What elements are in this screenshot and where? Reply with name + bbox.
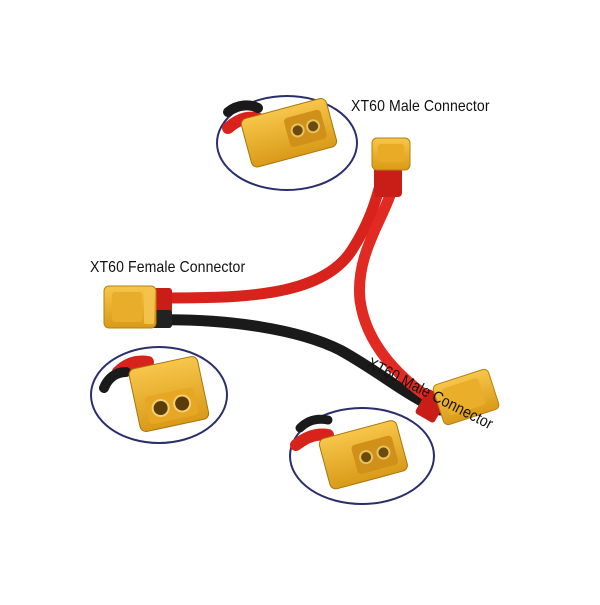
inset-female-left [90,346,228,444]
inset-male-top [216,95,358,191]
label-male-top: XT60 Male Connector [351,98,490,115]
xt60-female-left-connector [103,285,157,329]
xt60-male-right-connector [432,368,500,426]
red-wire-right [354,172,446,411]
xt60-male-top-connector [371,137,411,171]
inset-male-right [289,407,435,505]
heat-shrink-top [374,165,402,197]
red-wire-top [144,172,388,304]
label-female-left: XT60 Female Connector [90,259,246,276]
black-wire [144,314,446,416]
